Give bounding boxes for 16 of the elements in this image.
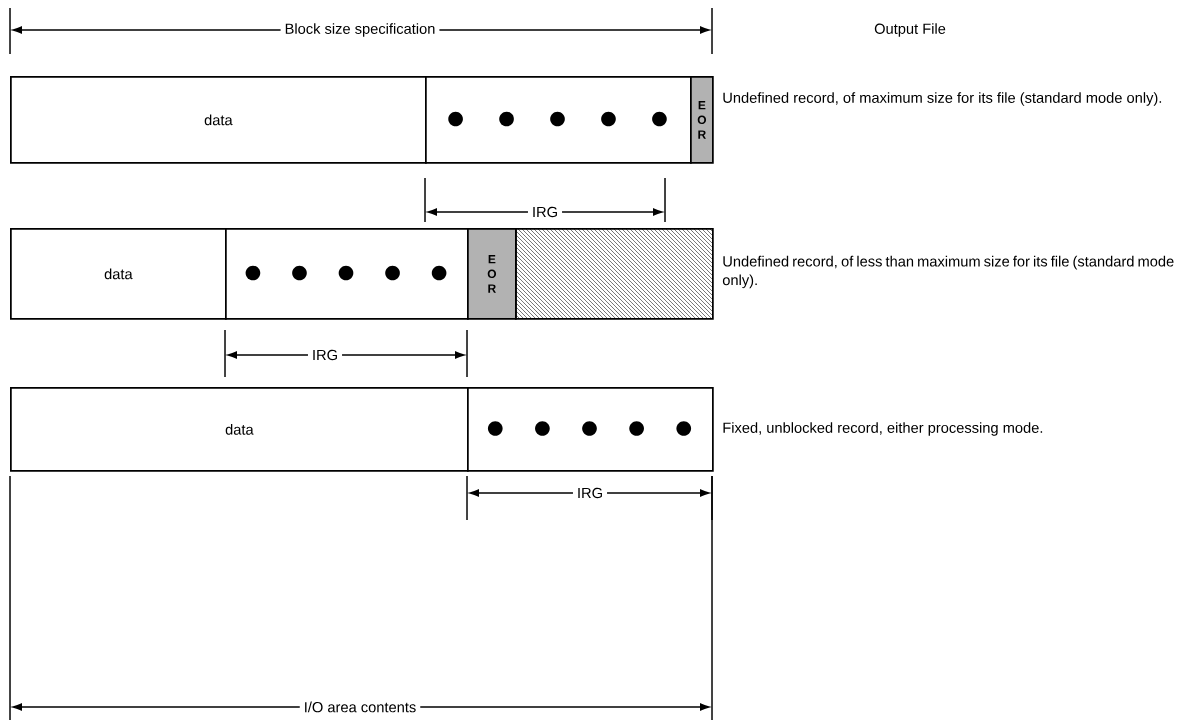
record-description: Undefined record, of maximum size for its file (standard mode only).	[723, 92, 1162, 106]
hatched-box	[515, 228, 714, 320]
dimension-label: IRG	[527, 202, 563, 222]
gap-box	[425, 76, 692, 164]
gap-box	[467, 387, 714, 472]
dimension-label: IRG	[307, 345, 343, 365]
eor-box: E O R	[690, 76, 714, 164]
data-box: data	[10, 387, 469, 472]
gap-box	[225, 228, 469, 320]
dimension-label: I/O area contents	[299, 697, 421, 717]
data-box: data	[10, 228, 227, 320]
heading: Output File	[874, 23, 946, 37]
data-box: data	[10, 76, 427, 164]
eor-box: E O R	[467, 228, 517, 320]
dimension-label: IRG	[572, 483, 608, 503]
dimension-label: Block size specification	[280, 19, 440, 41]
